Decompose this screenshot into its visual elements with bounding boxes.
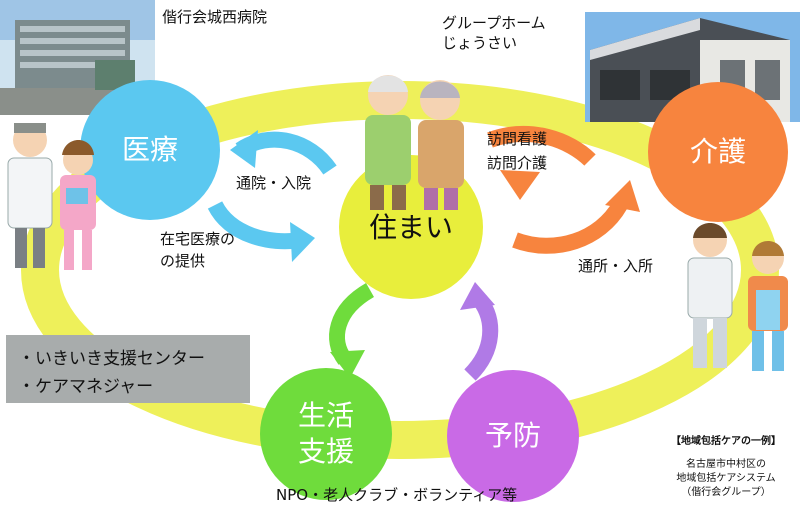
housing-label: 住まい [368, 211, 453, 244]
arrow-label-daycare-residential: 通所・入所 [578, 257, 654, 275]
care-label: 介護 [689, 135, 746, 168]
medical-label: 医療 [121, 133, 178, 166]
bottom-caption: NPO・老人クラブ・ボランティア等 [276, 486, 518, 504]
note-heading: 【地域包括ケアの一例】 [671, 436, 781, 447]
hospital-caption: 偕行会城西病院 [162, 8, 268, 26]
arrow-label-visiting-care: 訪問介護 [487, 154, 548, 172]
note-line1: 名古屋市中村区の [686, 459, 766, 470]
info-box: ・いきいき支援センター ・ケアマネジャー [6, 335, 250, 403]
group-home-caption-line2: じょうさい [442, 34, 518, 52]
medical-circle [80, 80, 220, 220]
life-support-circle [260, 368, 392, 500]
info-item-support-center: ・いきいき支援センター [18, 349, 205, 369]
blue-arrow-bottom [207, 200, 302, 250]
note-line3: （偕行会グループ） [681, 487, 771, 498]
elderly-couple-illustration [365, 75, 464, 210]
doctor-nurse-illustration [7, 123, 96, 270]
prevention-label: 予防 [484, 419, 541, 452]
blue-arrowhead-top [230, 130, 258, 168]
orange-arrowhead-top [500, 170, 540, 200]
orange-arrow-bottom [512, 200, 627, 254]
orange-arrow-top [487, 125, 596, 166]
arrow-label-visits-admission: 通院・入院 [236, 174, 312, 192]
purple-arrowhead [460, 282, 495, 310]
care-circle [648, 82, 788, 222]
group-home-caption-line1: グループホーム [442, 14, 546, 32]
info-item-care-manager: ・ケアマネジャー [18, 377, 154, 397]
green-arrowhead [330, 350, 365, 378]
prevention-circle [447, 370, 579, 502]
purple-arrow [464, 295, 499, 381]
orange-arrowhead-bottom [605, 180, 640, 212]
caregivers-illustration [687, 223, 788, 371]
arrow-label-home-medical-line1: 在宅医療の [160, 230, 236, 248]
arrow-label-visiting-nursing: 訪問看護 [487, 130, 548, 148]
note-line2: 地域包括ケアシステム [676, 473, 776, 484]
life-support-label-line1: 生活 [297, 399, 354, 432]
green-arrow [329, 283, 375, 365]
blue-arrowhead-bottom [290, 222, 315, 262]
arrow-label-home-medical-line2: の提供 [160, 252, 206, 270]
life-support-label-line2: 支援 [297, 435, 354, 468]
group-home-photo [585, 12, 800, 122]
